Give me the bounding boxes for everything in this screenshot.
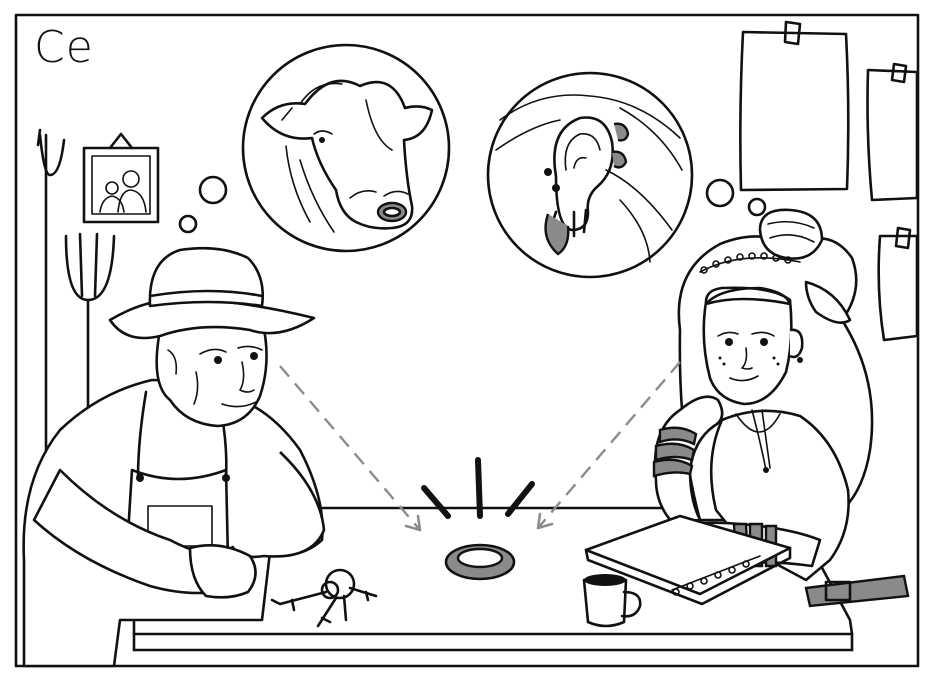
thought-bubble-cow xyxy=(241,43,451,253)
notebook-icon xyxy=(584,514,792,606)
farmer xyxy=(22,246,326,668)
picture-frame-icon xyxy=(82,132,160,224)
keys-icon xyxy=(270,568,378,628)
cow-icon xyxy=(260,79,434,233)
ear-piercing-icon xyxy=(544,116,630,256)
ring-emphasis-lines xyxy=(421,457,535,519)
panel-frame xyxy=(14,13,920,668)
thought-bubble-ear xyxy=(486,71,694,279)
thought-dot-small-right xyxy=(747,197,767,217)
woman xyxy=(652,208,910,608)
coffee-mug-icon xyxy=(582,574,642,628)
thought-dot-large-right xyxy=(705,178,735,208)
thought-dot-small xyxy=(178,214,198,234)
wall-note-medium xyxy=(866,62,919,202)
hayfork-icon xyxy=(64,232,116,422)
wall-note-large xyxy=(739,20,850,192)
arrow-woman-to-ring xyxy=(536,361,681,530)
pitchfork-icon xyxy=(36,128,66,452)
thought-dot-large xyxy=(198,175,228,205)
ring-icon xyxy=(444,543,516,581)
arrow-farmer-to-ring xyxy=(279,365,422,532)
panel-label: Ce xyxy=(34,22,94,73)
wall-note-small xyxy=(877,226,919,342)
